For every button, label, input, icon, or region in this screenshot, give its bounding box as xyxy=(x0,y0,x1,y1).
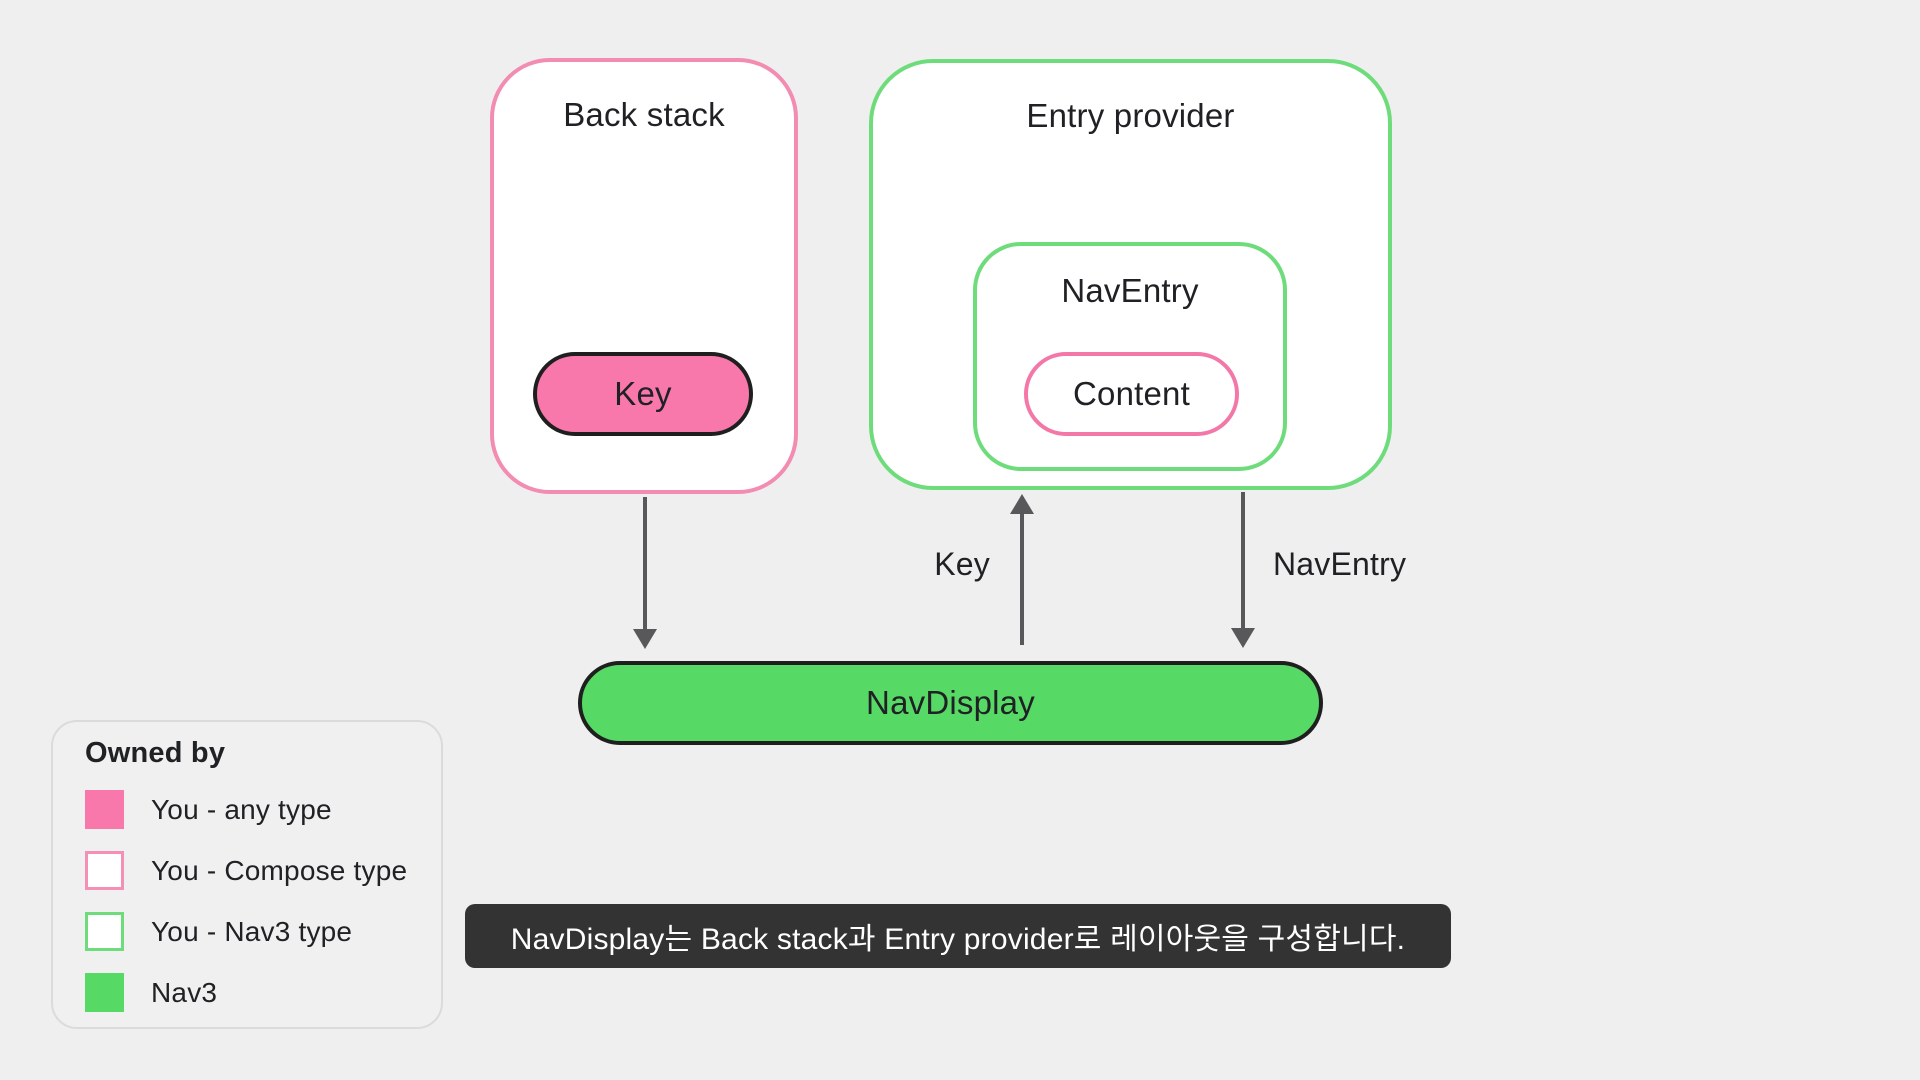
caption-bar: NavDisplay는 Back stack과 Entry provider로 … xyxy=(465,904,1451,968)
backstack-to-navdisplay-arrow xyxy=(643,497,647,631)
naventry-down-arrow xyxy=(1241,492,1245,630)
legend-item-label: You - Nav3 type xyxy=(151,915,353,947)
nav-entry-title: NavEntry xyxy=(1061,272,1199,309)
legend-item-label: You - any type xyxy=(151,793,332,825)
pink-fill-swatch xyxy=(85,790,124,829)
legend-item-label: Nav3 xyxy=(151,976,218,1008)
nav-display-pill: NavDisplay xyxy=(578,661,1323,745)
legend-item-you-nav3-type: You - Nav3 type xyxy=(85,912,441,951)
green-fill-swatch xyxy=(85,973,124,1012)
key-arrow-label: Key xyxy=(934,546,990,582)
arrow-up-icon xyxy=(1010,494,1034,514)
legend-item-nav3: Nav3 xyxy=(85,973,441,1012)
legend-item-you-compose-type: You - Compose type xyxy=(85,851,441,890)
key-pill: Key xyxy=(533,352,753,436)
arrow-down-icon xyxy=(633,629,657,649)
content-pill: Content xyxy=(1024,352,1239,436)
pink-outline-swatch xyxy=(85,851,124,890)
arrow-down-icon xyxy=(1231,628,1255,648)
legend-item-you-any-type: You - any type xyxy=(85,790,441,829)
legend-title: Owned by xyxy=(85,737,226,769)
legend-box: Owned by You - any type You - Compose ty… xyxy=(51,720,443,1029)
entry-provider-title: Entry provider xyxy=(1026,97,1235,134)
back-stack-title: Back stack xyxy=(563,96,725,133)
naventry-arrow-label: NavEntry xyxy=(1273,546,1407,582)
legend-item-label: You - Compose type xyxy=(151,854,408,886)
key-up-arrow xyxy=(1020,510,1024,645)
green-outline-swatch xyxy=(85,912,124,951)
